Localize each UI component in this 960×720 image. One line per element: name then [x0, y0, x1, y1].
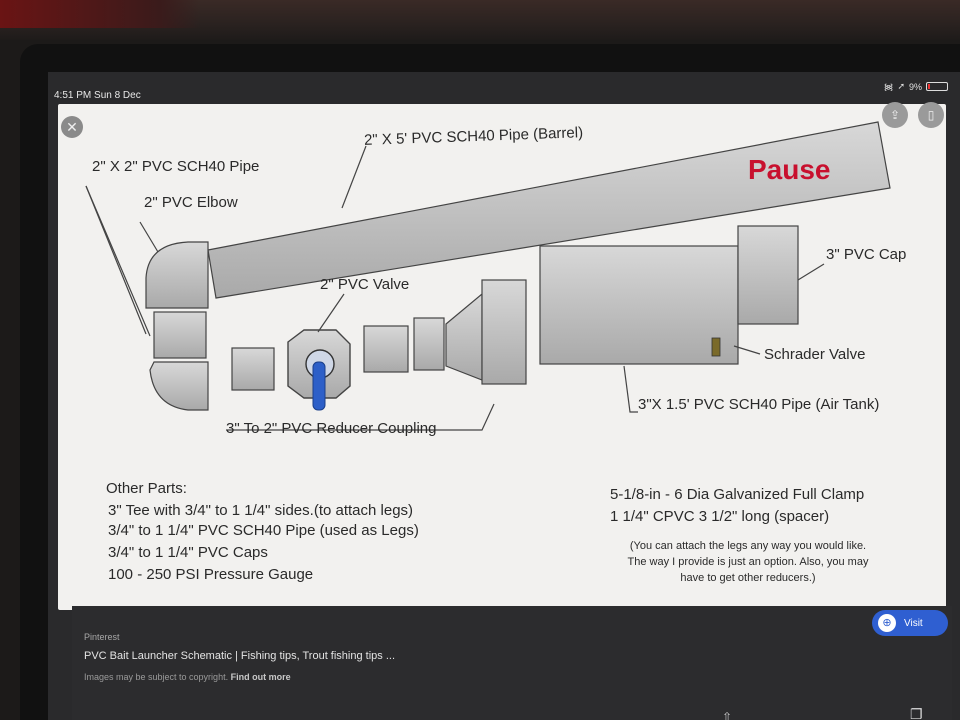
reducer-collar [481, 279, 527, 385]
copyright-disclaimer: Images may be subject to copyright. Find… [84, 672, 291, 682]
share-up-icon[interactable]: ⇧ [722, 710, 733, 720]
background-fabric [0, 0, 960, 40]
find-out-more-link[interactable]: Find out more [230, 672, 291, 682]
schematic-image[interactable]: 2" X 2" PVC SCH40 Pipe 2" PVC Elbow 2" X… [58, 104, 946, 610]
close-icon: ✕ [66, 119, 78, 135]
leader-valve [317, 293, 345, 333]
note-line-2: The way I provide is just an option. Als… [627, 556, 869, 568]
battery-icon [926, 82, 948, 91]
tabs-icon[interactable]: ❐ [910, 706, 923, 720]
right-part-2: 1 1/4" CPVC 3 1/2" long (spacer) [610, 508, 830, 525]
note-line-3: have to get other reducers.) [680, 572, 816, 584]
other-part-4: 100 - 250 PSI Pressure Gauge [108, 566, 314, 583]
leader-elbow [139, 221, 159, 253]
label-valve: 2" PVC Valve [320, 276, 410, 293]
coupling-2 [363, 325, 409, 373]
label-cap: 3" PVC Cap [826, 246, 907, 263]
note-line-1: (You can attach the legs any way you wou… [629, 540, 867, 552]
short-pipe [153, 311, 207, 359]
fabric-red-patch [0, 0, 200, 28]
status-indicators: ᯼ ➚ 9% [884, 80, 948, 93]
close-button[interactable]: ✕ [61, 116, 83, 138]
elbow-bottom [149, 361, 209, 411]
other-parts-title: Other Parts: [106, 480, 187, 497]
air-tank-pipe [539, 245, 739, 365]
disclaimer-text: Images may be subject to copyright. [84, 672, 229, 682]
location-icon: ➚ [897, 81, 905, 91]
leader-2x2b [85, 185, 151, 337]
schrader-valve-shape [711, 337, 721, 357]
label-2x2-pipe: 2" X 2" PVC SCH40 Pipe [92, 158, 260, 175]
other-part-1: 3" Tee with 3/4" to 1 1/4" sides.(to att… [108, 502, 414, 519]
save-button[interactable]: ▯ [918, 102, 944, 128]
label-air-tank: 3"X 1.5' PVC SCH40 Pipe (Air Tank) [638, 396, 880, 413]
battery-percent: 9% [908, 81, 922, 92]
other-part-2: 3/4" to 1 1/4" PVC SCH40 Pipe (used as L… [108, 522, 419, 539]
image-caption[interactable]: PVC Bait Launcher Schematic | Fishing ti… [84, 650, 395, 662]
source-name[interactable]: Pinterest [84, 632, 120, 642]
wifi-icon: ᯼ [883, 82, 894, 92]
leader-barrel [341, 145, 367, 209]
share-icon: ⇪ [889, 108, 901, 122]
reducer-coupling [445, 292, 483, 381]
schematic-drawing [85, 121, 891, 431]
leader-air-tank [623, 365, 638, 413]
right-part-1: 5-1/8-in - 6 Dia Galvanized Full Clamp [610, 486, 865, 503]
label-schrader: Schrader Valve [764, 346, 866, 363]
status-bar: 4:51 PM Sun 8 Dec ᯼ ➚ 9% [48, 76, 960, 101]
leader-reducer [226, 403, 495, 431]
status-time: 4:51 PM Sun 8 Dec [54, 90, 141, 101]
valve-handle [312, 361, 326, 411]
image-info-panel: Pinterest PVC Bait Launcher Schematic | … [72, 606, 952, 720]
pause-watermark: Pause [748, 154, 831, 185]
barrel-pipe [207, 121, 891, 299]
coupling-1 [231, 347, 275, 391]
visit-label: Visit [904, 617, 923, 629]
elbow-top [145, 241, 209, 309]
label-reducer: 3" To 2" PVC Reducer Coupling [226, 420, 437, 437]
other-part-3: 3/4" to 1 1/4" PVC Caps [108, 544, 268, 561]
end-cap [737, 225, 799, 325]
leader-schrader [733, 345, 761, 355]
globe-icon: ⊕ [878, 614, 896, 632]
coupling-3 [413, 317, 445, 371]
share-button[interactable]: ⇪ [882, 102, 908, 128]
leader-cap [797, 263, 825, 281]
bookmark-icon: ▯ [927, 108, 935, 122]
label-elbow: 2" PVC Elbow [144, 194, 238, 211]
visit-button[interactable]: ⊕ Visit [872, 610, 948, 636]
